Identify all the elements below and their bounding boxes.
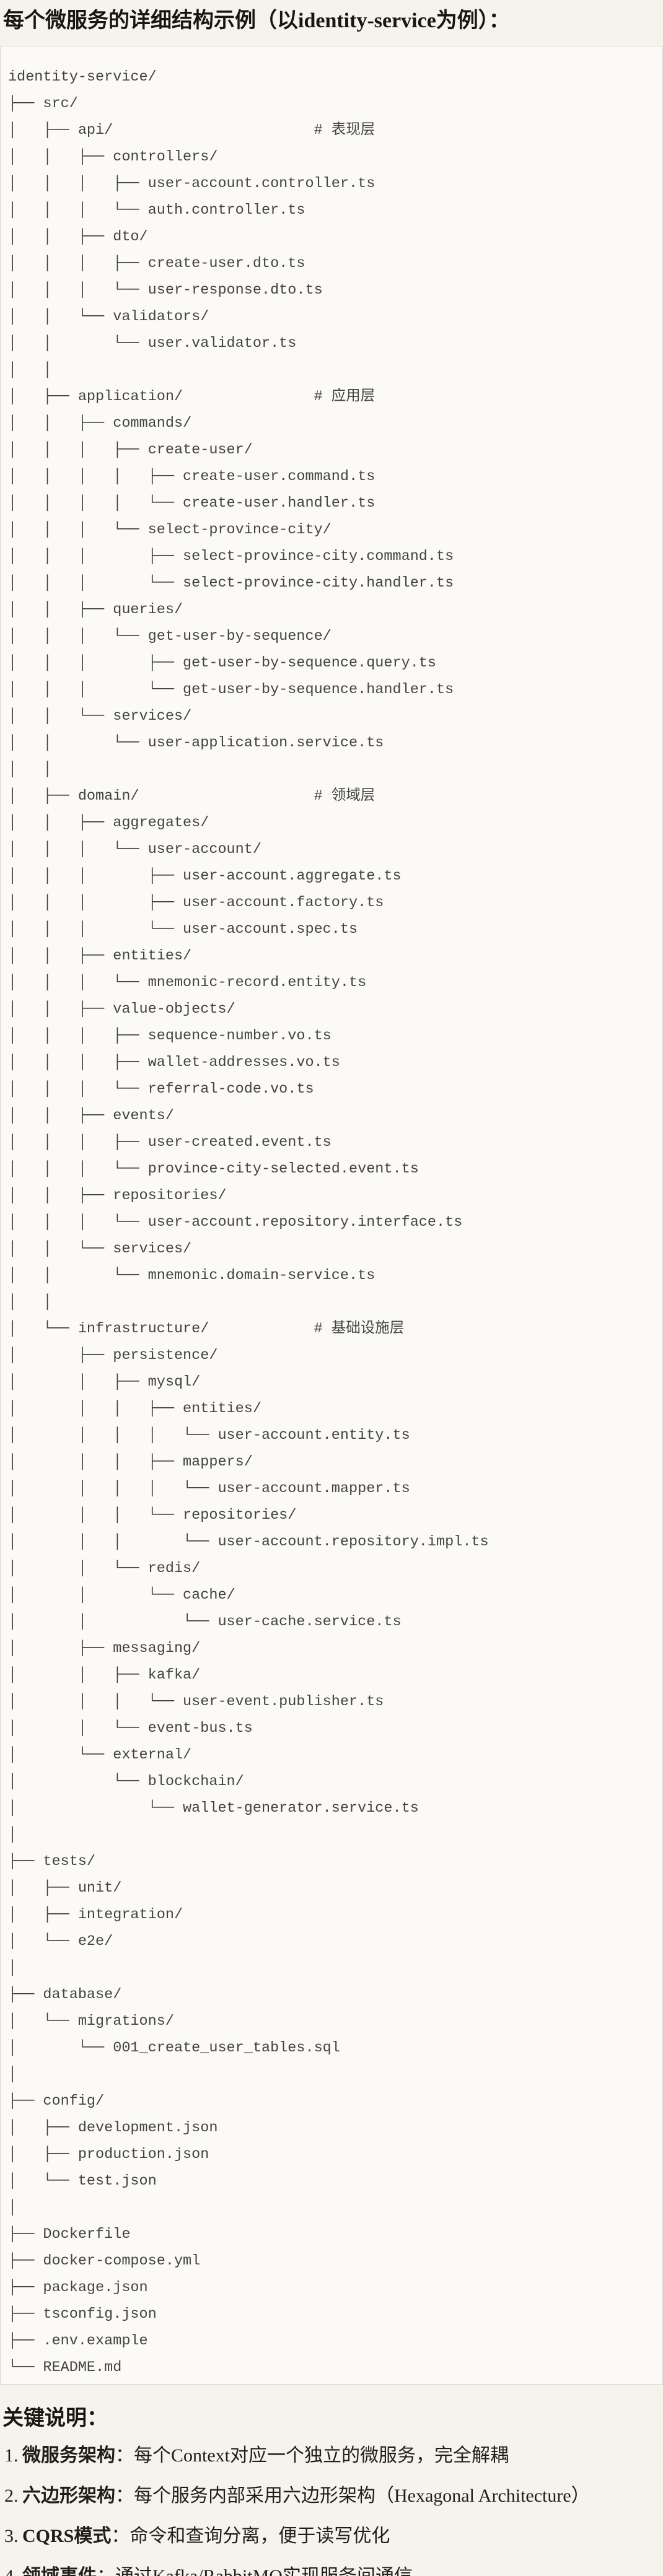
file-tree: identity-service/ ├── src/ │ ├── api/ # … [8, 69, 489, 2376]
note-item-domain-events: 4.领域事件：通过Kafka/RabbitMQ实现服务间通信 [0, 2564, 663, 2576]
note-number: 2. [4, 2486, 19, 2506]
notes-heading: 关键说明： [2, 2407, 108, 2430]
file-tree-code-block: identity-service/ ├── src/ │ ├── api/ # … [0, 46, 663, 2385]
note-item-cqrs: 3.CQRS模式：命令和查询分离，便于读写优化 [0, 2524, 663, 2549]
note-number: 4. [4, 2564, 19, 2576]
page-title: 每个微服务的详细结构示例（以identity-service为例）： [3, 9, 510, 32]
document-page: 每个微服务的详细结构示例（以identity-service为例）： ident… [0, 7, 663, 2576]
note-text: ：命令和查询分离，便于读写优化 [111, 2526, 390, 2546]
note-term: 领域事件 [22, 2566, 97, 2576]
notes-list: 1.微服务架构：每个Context对应一个独立的微服务，完全解耦 2.六边形架构… [0, 2443, 663, 2576]
note-term: 六边形架构 [22, 2486, 115, 2506]
note-item-hexagonal: 2.六边形架构：每个服务内部采用六边形架构（Hexagonal Architec… [0, 2484, 663, 2508]
note-item-microservices: 1.微服务架构：每个Context对应一个独立的微服务，完全解耦 [0, 2443, 663, 2468]
note-term: CQRS模式 [22, 2526, 112, 2546]
note-text: ：每个服务内部采用六边形架构（Hexagonal Architecture） [115, 2486, 590, 2506]
note-number: 1. [4, 2445, 19, 2466]
note-text: ：每个Context对应一个独立的微服务，完全解耦 [115, 2445, 509, 2466]
note-number: 3. [4, 2526, 19, 2546]
note-text: ：通过Kafka/RabbitMQ实现服务间通信 [97, 2566, 413, 2576]
note-term: 微服务架构 [22, 2445, 115, 2466]
